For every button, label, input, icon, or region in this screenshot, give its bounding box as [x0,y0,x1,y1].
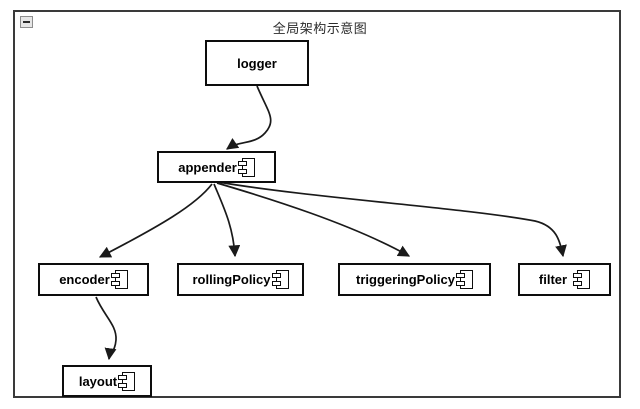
component-icon-tab-top [110,273,120,278]
component-icon-tab-bottom [455,281,465,286]
component-icon-tab-bottom [573,281,583,286]
component-icon [118,371,136,391]
component-icon-tab-bottom [110,281,120,286]
node-appender[interactable]: appender [157,151,276,183]
node-filter[interactable]: filter [518,263,611,296]
component-icon-tab-top [573,273,583,278]
component-icon-tab-top [455,273,465,278]
node-logger[interactable]: logger [205,40,309,86]
diagram-frame [13,10,621,398]
component-icon-tab-top [271,273,281,278]
component-icon [455,270,473,289]
node-layout[interactable]: layout [62,365,152,397]
component-icon-tab-bottom [118,382,128,388]
node-layout-label: layout [78,373,118,389]
component-icon [110,270,128,289]
component-icon [237,157,255,177]
node-encoder[interactable]: encoder [38,263,149,296]
component-icon-tab-top [237,160,247,166]
component-icon-tab-bottom [237,168,247,174]
component-icon-tab-bottom [271,281,281,286]
page-title: 全局架构示意图 [272,22,368,37]
node-encoder-label: encoder [59,272,110,287]
collapse-minus-icon[interactable] [20,16,33,28]
node-logger-label: logger [237,55,277,71]
node-filter-label: filter [538,272,568,287]
node-triggeringpolicy-label: triggeringPolicy [356,272,455,287]
minus-glyph [23,21,30,23]
component-icon [271,270,289,289]
node-triggeringpolicy[interactable]: triggeringPolicy [338,263,491,296]
node-rollingpolicy[interactable]: rollingPolicy [177,263,304,296]
component-icon-tab-top [118,374,128,380]
node-appender-label: appender [178,159,237,175]
node-rollingpolicy-label: rollingPolicy [192,272,271,287]
component-icon [573,270,591,289]
